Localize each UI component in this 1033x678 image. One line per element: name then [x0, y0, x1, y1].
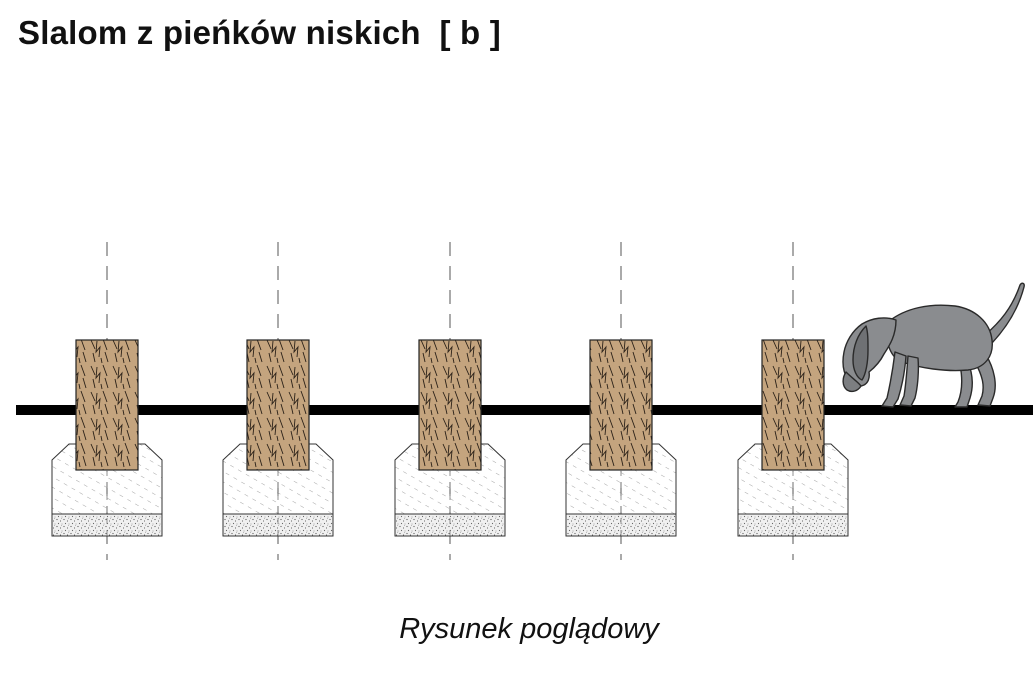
stump-1	[51, 339, 163, 537]
diagram-caption: Rysunek poglądowy	[399, 613, 659, 645]
wooden-stump	[418, 339, 482, 471]
stump-3	[394, 339, 506, 537]
stump-4	[565, 339, 677, 537]
wooden-stump	[761, 339, 825, 471]
stumps-front-layer	[51, 339, 849, 537]
ground-line	[16, 405, 1033, 415]
wooden-stump	[246, 339, 310, 471]
stump-5	[737, 339, 849, 537]
page-title: Slalom z pieńków niskich [ b ]	[18, 14, 501, 51]
wooden-stump	[75, 339, 139, 471]
dog-icon	[842, 282, 1025, 408]
stump-2	[222, 339, 334, 537]
wooden-stump	[589, 339, 653, 471]
